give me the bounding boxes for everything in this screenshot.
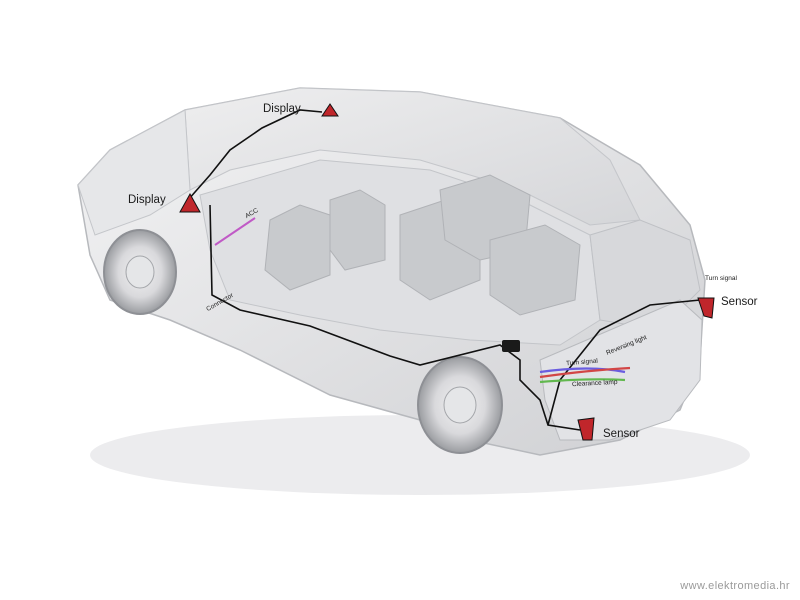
- reversing-light-wire: [539, 366, 631, 379]
- label-display-left: Display: [128, 194, 166, 206]
- seats: [264, 174, 581, 316]
- turn-signal-wire: [539, 367, 626, 374]
- label-sensor-bottom: Sensor: [603, 428, 640, 440]
- clearance-lamp-wire: [539, 378, 626, 384]
- rear-wheel: [417, 356, 503, 454]
- sensor-bottom-icon: [577, 417, 595, 441]
- label-display-top: Display: [263, 103, 301, 115]
- acc-wire: [214, 217, 256, 246]
- display-left-icon: [179, 192, 201, 213]
- sensor-right-icon: [697, 297, 715, 319]
- car-roof: [184, 87, 641, 226]
- label-sensor-right: Sensor: [721, 296, 758, 308]
- display-top-icon: [321, 103, 339, 117]
- car-hood: [77, 109, 191, 236]
- front-wheel: [103, 229, 177, 315]
- main-cable: [187, 109, 701, 431]
- ground-shadow: [90, 415, 750, 495]
- car-rear: [539, 299, 703, 441]
- control-unit: [502, 340, 520, 352]
- label-turn-signal-top: Turn signal: [705, 275, 737, 282]
- watermark: www.elektromedia.hr: [680, 580, 790, 592]
